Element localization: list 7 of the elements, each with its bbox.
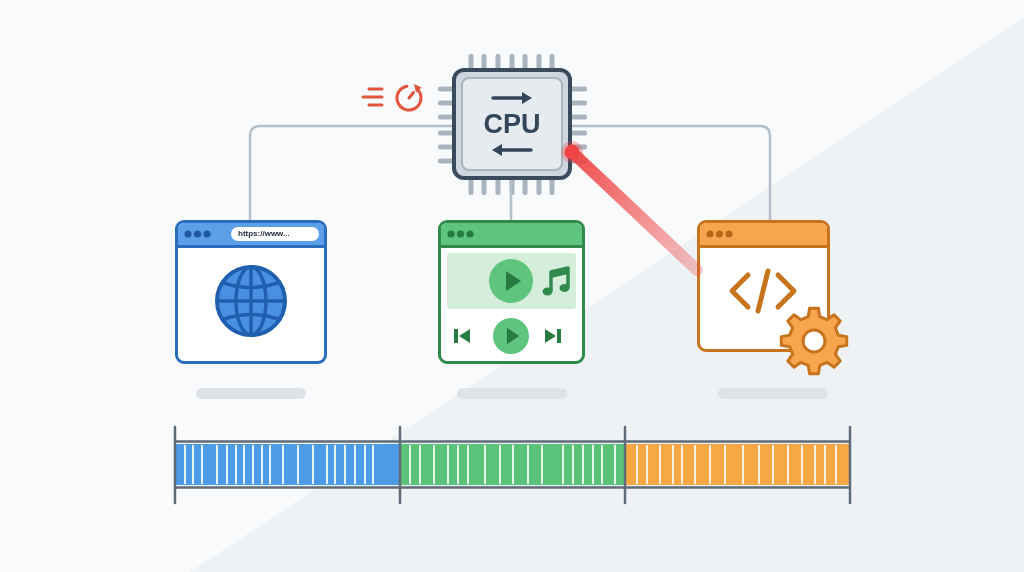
browser-window (175, 220, 327, 364)
connector-line (572, 124, 772, 220)
light-beam (561, 141, 703, 276)
connector-line (248, 124, 452, 220)
media-player-window (438, 220, 585, 364)
code-editor-window (697, 220, 830, 352)
address-bar: https://www... (231, 227, 319, 241)
